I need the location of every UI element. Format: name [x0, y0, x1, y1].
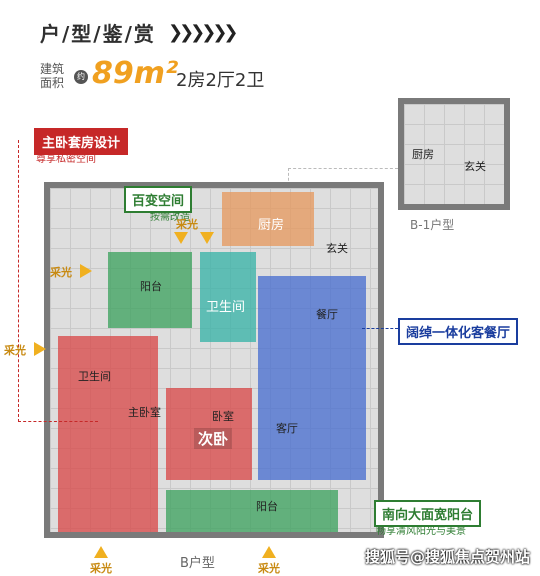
- inset-kitchen-label: 厨房: [412, 148, 434, 161]
- master-bath-label: 卫生间: [78, 370, 111, 383]
- room-count: 2房2厅2卫: [176, 70, 265, 91]
- bathroom-label: 卫生间: [206, 300, 246, 315]
- bathroom-zone: [200, 252, 256, 342]
- arrow-right-icon: [80, 264, 92, 278]
- living-label: 客厅: [276, 422, 298, 435]
- light-label-left-mid: 采光: [4, 344, 26, 357]
- master-suite-callout: 主卧套房设计: [34, 128, 129, 155]
- light-label-left-top: 采光: [50, 266, 72, 279]
- inset-type-label: B-1户型: [410, 218, 455, 232]
- arrow-right-icon: [34, 342, 46, 356]
- inset-floor: [404, 104, 504, 204]
- second-bedroom-label: 次卧: [194, 428, 233, 449]
- master-bedroom-label: 主卧室: [128, 406, 161, 419]
- light-label-bottom-left: 采光: [90, 562, 112, 575]
- entrance-label: 玄关: [326, 242, 348, 255]
- plan-type-label: B户型: [180, 556, 215, 571]
- balcony-south-zone: [166, 490, 338, 532]
- master-suite-connector: [18, 140, 98, 422]
- living-callout: 阔绰一体化客餐厅: [398, 318, 519, 345]
- master-bedroom-zone: [58, 336, 158, 532]
- kitchen-zone: [222, 192, 314, 246]
- south-balcony-subtitle: 畅享清风阳光与美景: [376, 526, 466, 537]
- flex-space-subtitle: 按需改造: [150, 212, 190, 223]
- light-label-bottom-right: 采光: [258, 562, 280, 575]
- inset-entrance-label: 玄关: [464, 160, 486, 173]
- kitchen-label: 厨房: [258, 218, 285, 233]
- master-suite-subtitle: 尊享私密空间: [36, 154, 96, 165]
- arrow-down-icon: [174, 232, 188, 244]
- arrow-up-icon: [94, 546, 108, 558]
- page-title: 户/型/鉴/赏: [40, 22, 156, 46]
- watermark: 搜狐号@搜狐焦点贺州站: [364, 548, 530, 566]
- area-label: 建筑面积: [40, 62, 65, 90]
- arrow-down-icon: [200, 232, 214, 244]
- second-bedroom-zone: [166, 388, 252, 480]
- balcony-flex-zone: [108, 252, 192, 328]
- balcony-small-label: 阳台: [140, 280, 162, 293]
- light-label-top: 采光: [176, 218, 198, 231]
- flex-space-callout: 百变空间: [124, 186, 193, 213]
- south-balcony-callout: 南向大面宽阳台: [374, 500, 482, 527]
- arrow-up-icon: [262, 546, 276, 558]
- living-dining-zone: [258, 276, 366, 480]
- balcony-south-label: 阳台: [256, 500, 278, 513]
- area-value: 89m²: [92, 56, 179, 91]
- dining-label: 餐厅: [316, 308, 338, 321]
- bedroom-label: 卧室: [212, 410, 234, 423]
- approx-badge: 约: [74, 70, 88, 84]
- chevron-right-icon: ❯❯❯❯❯❯: [168, 22, 238, 43]
- living-connector: [362, 328, 398, 329]
